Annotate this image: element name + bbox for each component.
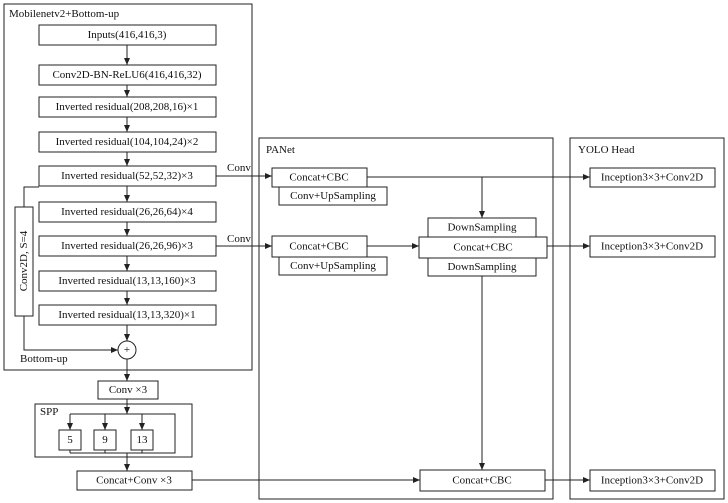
- panet-panel: [258, 137, 554, 500]
- bottom-up-path: Conv2D, S=4 Bottom-up: [14, 186, 118, 365]
- concat-cbc-top-label: Concat+CBC: [289, 172, 348, 184]
- concat-cbc-bottom-label: Concat+CBC: [452, 475, 511, 487]
- layer-label-ir-208: Inverted residual(208,208,16)×1: [56, 101, 199, 113]
- concat-conv-x3-label: Concat+Conv ×3: [96, 475, 172, 487]
- yolo-head-title: YOLO Head: [578, 144, 635, 156]
- downsampling-bottom-label: DownSampling: [447, 261, 517, 273]
- downsampling-top-label: DownSampling: [447, 222, 517, 234]
- panet-blocks: Concat+CBC Conv+UpSampling Concat+CBC Co…: [271, 167, 548, 492]
- conv-upsampling-top-label: Conv+UpSampling: [290, 190, 376, 202]
- spp-title: SPP: [40, 406, 58, 418]
- backbone-layers: Inputs(416,416,3) Conv2D-BN-ReLU6(416,41…: [38, 24, 217, 326]
- backbone-title: Mobilenetv2+Bottom-up: [9, 8, 120, 20]
- spp-pool-13-label: 13: [137, 434, 149, 446]
- concat-cbc-center-label: Concat+CBC: [453, 242, 512, 254]
- backbone-panel: [3, 3, 253, 371]
- bottom-up-label: Bottom-up: [20, 353, 68, 365]
- conv-upsampling-top-box: [278, 186, 388, 206]
- spp-block: SPP 5 9 13: [34, 403, 193, 458]
- conv-x3-box: [97, 380, 159, 400]
- conv-upsampling-mid-box: [278, 256, 388, 276]
- layer-label-ir-52: Inverted residual(52,52,32)×3: [61, 170, 193, 182]
- spp-pool-13: [130, 429, 154, 451]
- head-label-3: Inception3×3+Conv2D: [601, 475, 703, 487]
- edge-label-conv-mid: Conv: [227, 233, 251, 245]
- layer-label-ir-26-64: Inverted residual(26,26,64)×4: [61, 206, 193, 218]
- spp-pool-5-label: 5: [67, 434, 73, 446]
- connections: Conv Conv: [192, 162, 590, 483]
- spp-pool-9: [93, 429, 117, 451]
- layer-label-ir-26-96: Inverted residual(26,26,96)×3: [61, 240, 193, 252]
- yolo-heads: Inception3×3+Conv2D Inception3×3+Conv2D …: [589, 167, 716, 492]
- conv-upsampling-mid-label: Conv+UpSampling: [290, 260, 376, 272]
- yolo-head-panel: [569, 137, 725, 500]
- side-conv-label: Conv2D, S=4: [18, 230, 30, 291]
- layer-label-ir-104: Inverted residual(104,104,24)×2: [56, 136, 199, 148]
- head-label-1: Inception3×3+Conv2D: [601, 172, 703, 184]
- edge-label-conv-top: Conv: [227, 162, 251, 174]
- panet-title: PANet: [266, 144, 295, 156]
- layer-label-inputs: Inputs(416,416,3): [88, 29, 167, 41]
- spp-pool-9-label: 9: [102, 434, 108, 446]
- layer-label-ir-13-320: Inverted residual(13,13,320)×1: [58, 309, 195, 321]
- spp-pool-5: [58, 429, 82, 451]
- spp-frame: [34, 403, 193, 458]
- layer-label-ir-13-160: Inverted residual(13,13,160)×3: [58, 275, 196, 287]
- head-label-2: Inception3×3+Conv2D: [601, 241, 703, 253]
- layer-label-conv2d-bn-relu6: Conv2D-BN-ReLU6(416,416,32): [52, 69, 201, 81]
- conv-x3-label: Conv ×3: [109, 384, 148, 396]
- concat-cbc-mid-label: Concat+CBC: [289, 241, 348, 253]
- sum-node-label: +: [124, 344, 130, 356]
